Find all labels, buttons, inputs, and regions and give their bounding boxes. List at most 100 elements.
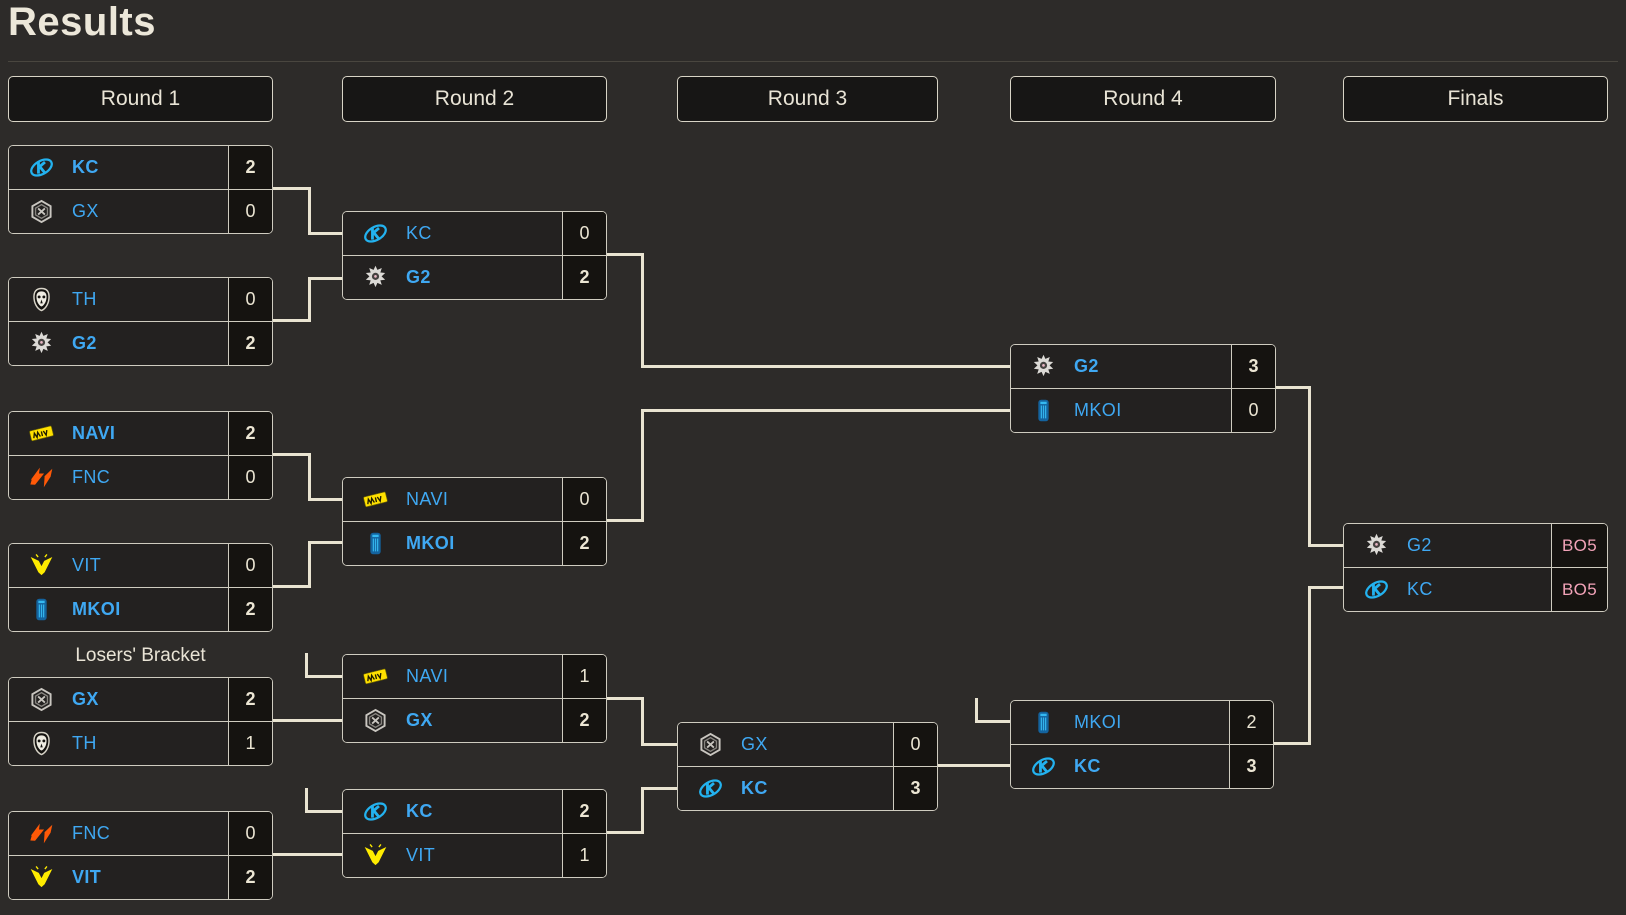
bracket-connector-line xyxy=(1308,586,1311,745)
losers-bracket-label: Losers' Bracket xyxy=(75,645,206,666)
team-row-mkoi[interactable]: MKOI 2 xyxy=(9,587,272,631)
mkoi-logo-icon xyxy=(1030,397,1057,424)
mkoi-logo-icon xyxy=(362,530,389,557)
team-row-g2[interactable]: G2 2 xyxy=(343,255,606,299)
bracket-connector-line xyxy=(273,187,311,190)
bracket-connector-line xyxy=(1308,586,1343,589)
bracket-connector-line xyxy=(607,697,644,700)
g2-logo-icon xyxy=(1363,532,1390,559)
team-name[interactable]: KC xyxy=(741,778,768,798)
team-row-kc[interactable]: KC 2 xyxy=(343,790,606,833)
bracket-connector-line xyxy=(641,409,644,522)
bracket-connector-line xyxy=(1276,386,1311,389)
team-name[interactable]: G2 xyxy=(72,333,97,353)
vit-logo-icon xyxy=(28,864,55,891)
bracket-connector-line xyxy=(273,853,342,856)
team-row-th[interactable]: TH 1 xyxy=(9,721,272,765)
team-name[interactable]: FNC xyxy=(72,467,111,487)
bracket-connector-line xyxy=(308,453,311,501)
team-name[interactable]: KC xyxy=(1407,579,1433,599)
kc-logo-icon xyxy=(362,220,389,247)
team-name[interactable]: MKOI xyxy=(1074,400,1122,420)
team-name[interactable]: GX xyxy=(72,689,99,709)
team-row-gx[interactable]: GX 2 xyxy=(343,698,606,742)
kc-logo-icon xyxy=(28,154,55,181)
team-row-navi[interactable]: NAVI 0 xyxy=(343,478,606,521)
team-score: 2 xyxy=(562,699,606,742)
team-name[interactable]: KC xyxy=(406,801,433,821)
team-row-vit[interactable]: VIT 1 xyxy=(343,833,606,877)
team-name[interactable]: NAVI xyxy=(406,666,449,686)
team-name[interactable]: KC xyxy=(1074,756,1101,776)
team-name[interactable]: G2 xyxy=(406,267,431,287)
team-name[interactable]: KC xyxy=(406,223,432,243)
navi-logo-icon xyxy=(362,486,389,513)
team-row-navi[interactable]: NAVI 1 xyxy=(343,655,606,698)
team-score: 1 xyxy=(228,722,272,765)
team-name[interactable]: NAVI xyxy=(406,489,449,509)
team-name[interactable]: MKOI xyxy=(406,533,455,553)
team-score: 1 xyxy=(562,655,606,698)
team-name[interactable]: G2 xyxy=(1407,535,1432,555)
title-divider xyxy=(8,61,1618,62)
team-name[interactable]: MKOI xyxy=(1074,712,1122,732)
round-header-4: Round 4 xyxy=(1010,76,1276,122)
team-score: 2 xyxy=(562,256,606,299)
g2-logo-icon xyxy=(362,264,389,291)
kc-logo-icon xyxy=(1363,576,1390,603)
team-score: 1 xyxy=(562,834,606,877)
vit-logo-icon xyxy=(28,552,55,579)
team-name[interactable]: GX xyxy=(741,734,768,754)
bracket-connector-line xyxy=(305,675,342,678)
kc-logo-icon xyxy=(362,798,389,825)
team-row-g2[interactable]: G2 2 xyxy=(9,321,272,365)
team-name[interactable]: G2 xyxy=(1074,356,1099,376)
team-name[interactable]: FNC xyxy=(72,823,111,843)
team-score: 0 xyxy=(562,478,606,521)
team-score: 2 xyxy=(228,322,272,365)
team-name[interactable]: GX xyxy=(72,201,99,221)
team-name[interactable]: TH xyxy=(72,733,97,753)
team-name[interactable]: VIT xyxy=(72,555,102,575)
bracket-connector-line xyxy=(975,720,1010,723)
team-name[interactable]: GX xyxy=(406,710,433,730)
round-header-1: Round 1 xyxy=(8,76,273,122)
team-name[interactable]: NAVI xyxy=(72,423,116,443)
team-name[interactable]: KC xyxy=(72,157,99,177)
team-name[interactable]: TH xyxy=(72,289,97,309)
team-score: 2 xyxy=(228,588,272,631)
g2-logo-icon xyxy=(1030,353,1057,380)
team-name[interactable]: VIT xyxy=(72,867,102,887)
kc-logo-icon xyxy=(697,775,724,802)
team-score: 2 xyxy=(562,790,606,833)
team-name[interactable]: MKOI xyxy=(72,599,121,619)
bracket-connector-line xyxy=(305,653,308,678)
team-name[interactable]: VIT xyxy=(406,845,436,865)
bracket-connector-line xyxy=(273,319,311,322)
